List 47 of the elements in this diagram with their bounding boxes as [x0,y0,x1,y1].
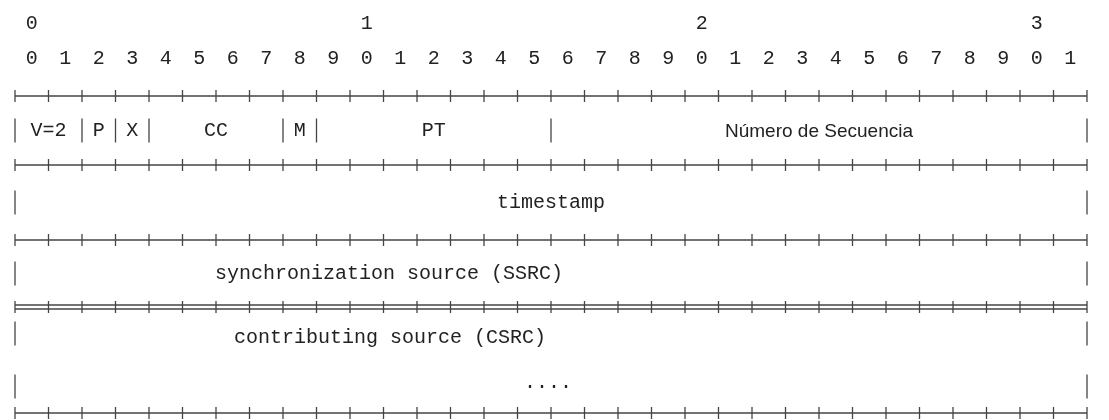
field-name: V=2 [30,118,67,143]
bit-number: 6 [225,49,240,69]
bit-number: 4 [828,49,843,69]
bit-number: 2 [91,49,106,69]
bit-number: 1 [359,14,374,34]
bit-number: 7 [259,49,274,69]
bit-number: 9 [661,49,676,69]
bit-number: 2 [761,49,776,69]
bit-number: 4 [493,49,508,69]
field-name: X [126,118,139,143]
field-name: M [293,118,306,143]
bit-number: 5 [527,49,542,69]
bit-number: 5 [862,49,877,69]
bit-number: 9 [996,49,1011,69]
bit-number: 5 [192,49,207,69]
field-name: timestamp [497,190,605,215]
bit-number: 8 [292,49,307,69]
bit-number: 0 [24,49,39,69]
bit-number: 2 [426,49,441,69]
bit-number: 8 [627,49,642,69]
bit-number: 6 [895,49,910,69]
field-name: P [92,118,105,143]
bit-number: 0 [359,49,374,69]
bit-number: 8 [962,49,977,69]
field-name: Número de Secuencia [725,118,913,143]
bit-number: 1 [393,49,408,69]
bit-number: 0 [694,49,709,69]
bit-number: 1 [58,49,73,69]
bit-number: 7 [594,49,609,69]
field-name: contributing source (CSRC) [234,325,547,350]
bit-number: 0 [1029,49,1044,69]
ellipsis-text: .... [523,370,572,395]
bit-number: 1 [1063,49,1078,69]
field-name: synchronization source (SSRC) [215,261,564,286]
bit-number: 1 [728,49,743,69]
bit-number: 4 [158,49,173,69]
bit-number: 3 [1029,14,1044,34]
field-name: CC [204,118,228,143]
bit-number: 7 [929,49,944,69]
bit-number: 3 [125,49,140,69]
field-name: PT [421,118,446,143]
bit-number: 9 [326,49,341,69]
bit-number: 3 [460,49,475,69]
bit-number: 0 [24,14,39,34]
bit-number: 3 [795,49,810,69]
bit-number: 2 [694,14,709,34]
bit-number: 6 [560,49,575,69]
